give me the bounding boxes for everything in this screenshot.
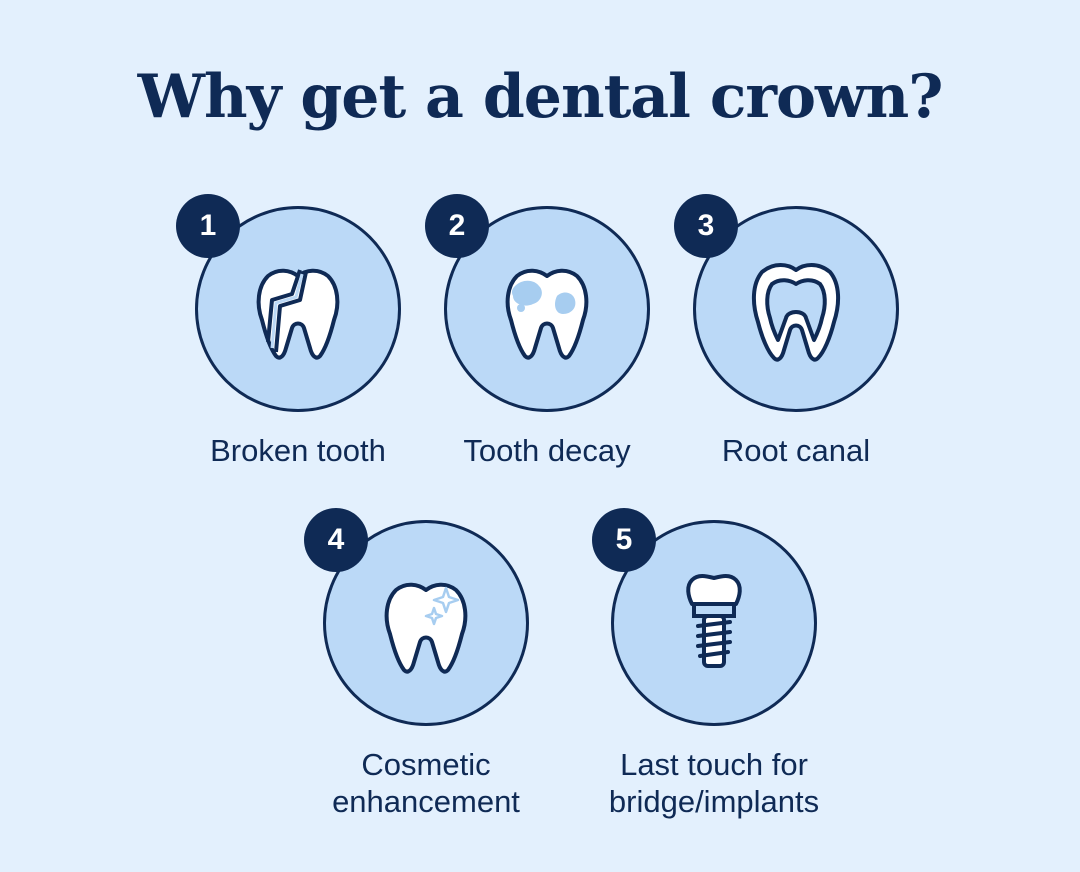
dental-implant-icon <box>686 574 742 668</box>
broken-tooth-icon <box>256 268 340 360</box>
step-number-badge: 1 <box>176 194 240 258</box>
decayed-tooth-icon <box>505 268 589 360</box>
reason-label: Root canal <box>721 433 871 468</box>
sparkling-tooth-icon <box>384 582 468 674</box>
step-number-badge: 5 <box>592 508 656 572</box>
step-number-badge: 2 <box>425 194 489 258</box>
reason-label: Cosmetic enhancement <box>332 747 520 819</box>
page-title: Why get a dental crown? <box>137 62 944 132</box>
root-canal-tooth-icon <box>751 263 841 362</box>
reason-label: Last touch for bridge/implants <box>608 747 820 819</box>
step-number-badge: 4 <box>304 508 368 572</box>
step-number-badge: 3 <box>674 194 738 258</box>
reason-label: Broken tooth <box>210 433 386 468</box>
reason-label: Tooth decay <box>463 433 631 468</box>
